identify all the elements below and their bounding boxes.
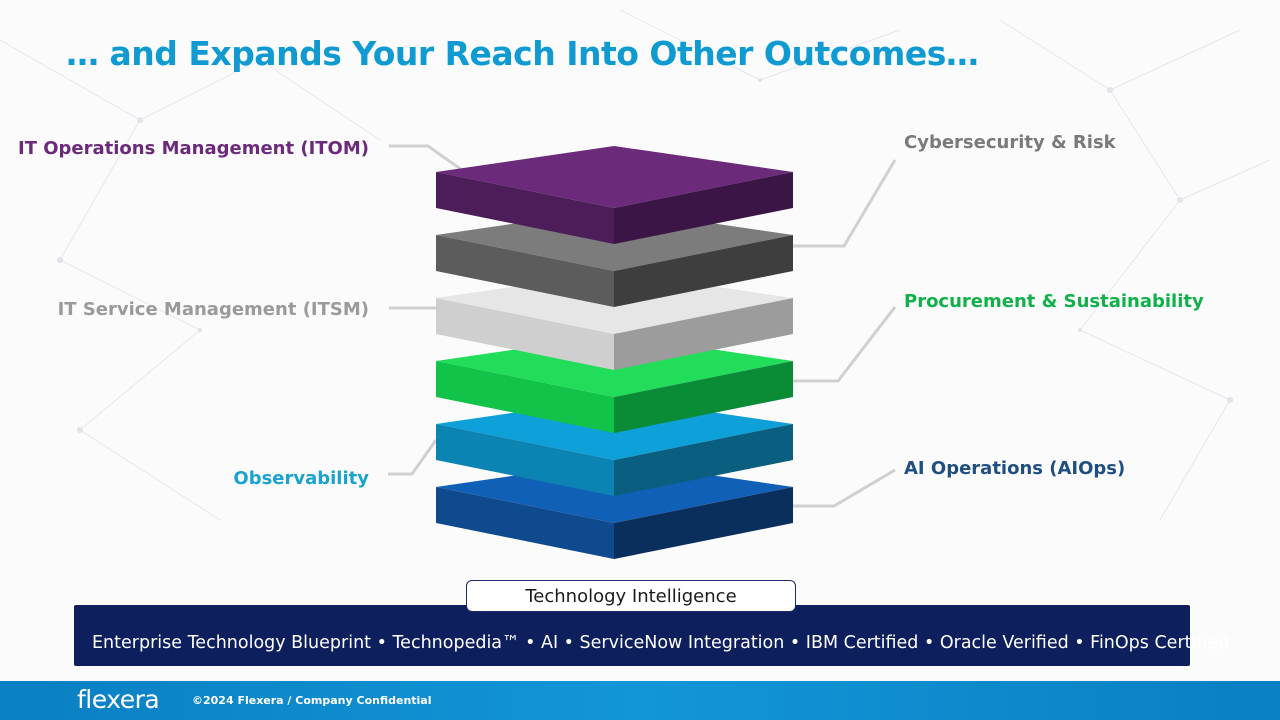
layer-itom — [436, 146, 793, 244]
copyright-text: ©2024 Flexera / Company Confidential — [192, 694, 432, 707]
label-itom: IT Operations Management (ITOM) — [18, 138, 369, 159]
footer-bar: flexera ©2024 Flexera / Company Confiden… — [0, 681, 1280, 720]
background-network — [0, 9, 1271, 521]
label-itsm: IT Service Management (ITSM) — [57, 299, 369, 320]
foundation-banner: Enterprise Technology Blueprint • Techno… — [74, 605, 1229, 666]
flexera-logo: flexera — [77, 685, 160, 714]
slide-title: … and Expands Your Reach Into Other Outc… — [66, 34, 979, 73]
technology-intelligence-label: Technology Intelligence — [466, 580, 796, 612]
label-aiops: AI Operations (AIOps) — [904, 458, 1126, 479]
label-cybersecurity: Cybersecurity & Risk — [904, 132, 1116, 153]
label-procurement: Procurement & Sustainability — [904, 291, 1204, 312]
label-observability: Observability — [233, 468, 369, 489]
foundation-items: Enterprise Technology Blueprint • Techno… — [92, 633, 1230, 653]
